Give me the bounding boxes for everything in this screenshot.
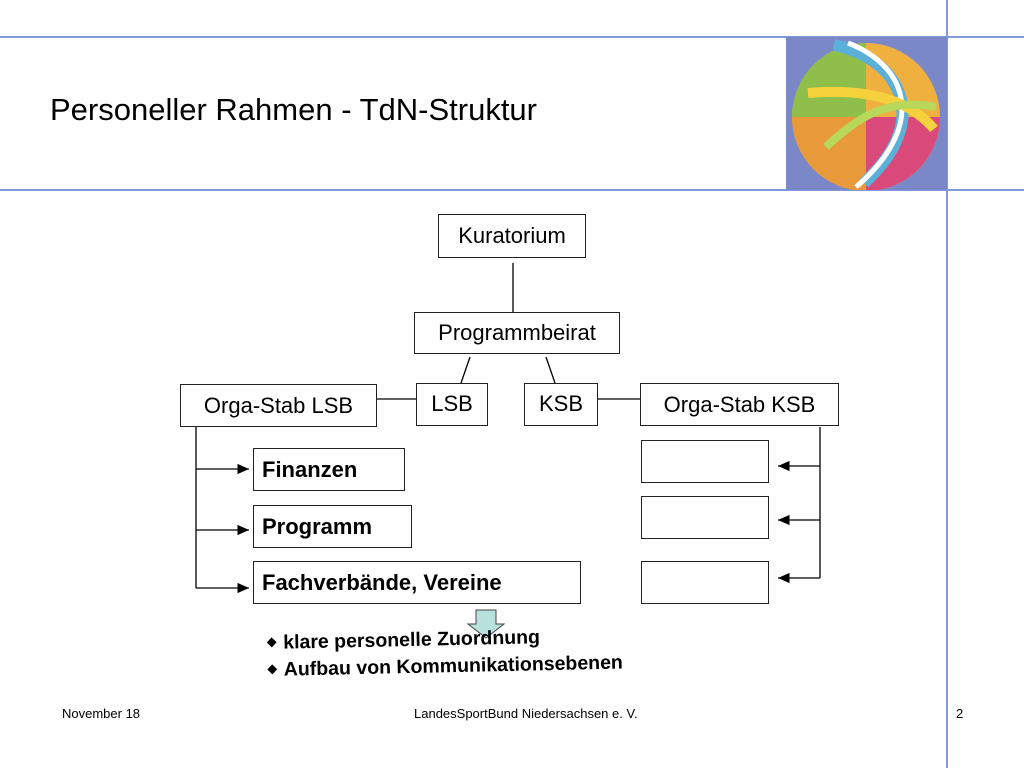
ksb-child-box	[641, 561, 769, 604]
programm-box: Programm	[253, 505, 412, 548]
right-rule	[946, 0, 948, 768]
footer-date: November 18	[62, 706, 141, 721]
title-rule	[0, 189, 1024, 191]
ksb-child-box	[641, 440, 769, 483]
fachverbaende-vereine-box: Fachverbände, Vereine	[253, 561, 581, 604]
footer-organization: LandesSportBund Niedersachsen e. V.	[414, 706, 638, 721]
lsb-logo-icon	[786, 37, 947, 191]
top-rule	[0, 36, 1024, 38]
slide-title: Personeller Rahmen - TdN-Struktur	[50, 92, 537, 127]
bullet-item: Aufbau von Kommunikationsebenen	[267, 652, 624, 682]
finanzen-box: Finanzen	[253, 448, 405, 491]
ksb-child-box	[641, 496, 769, 539]
lsb-box: LSB	[416, 383, 488, 426]
bullet-diamond-icon	[267, 664, 278, 675]
ksb-box: KSB	[524, 383, 598, 426]
down-arrow-icon	[466, 609, 506, 639]
orga-stab-ksb-box: Orga-Stab KSB	[640, 383, 839, 426]
footer-page-number: 2	[956, 706, 964, 721]
bullet-diamond-icon	[266, 637, 277, 648]
bullet-list: klare personelle Zuordnung Aufbau von Ko…	[266, 625, 623, 686]
programmbeirat-box: Programmbeirat	[414, 312, 620, 354]
orga-stab-lsb-box: Orga-Stab LSB	[180, 384, 377, 427]
kuratorium-box: Kuratorium	[438, 214, 586, 258]
